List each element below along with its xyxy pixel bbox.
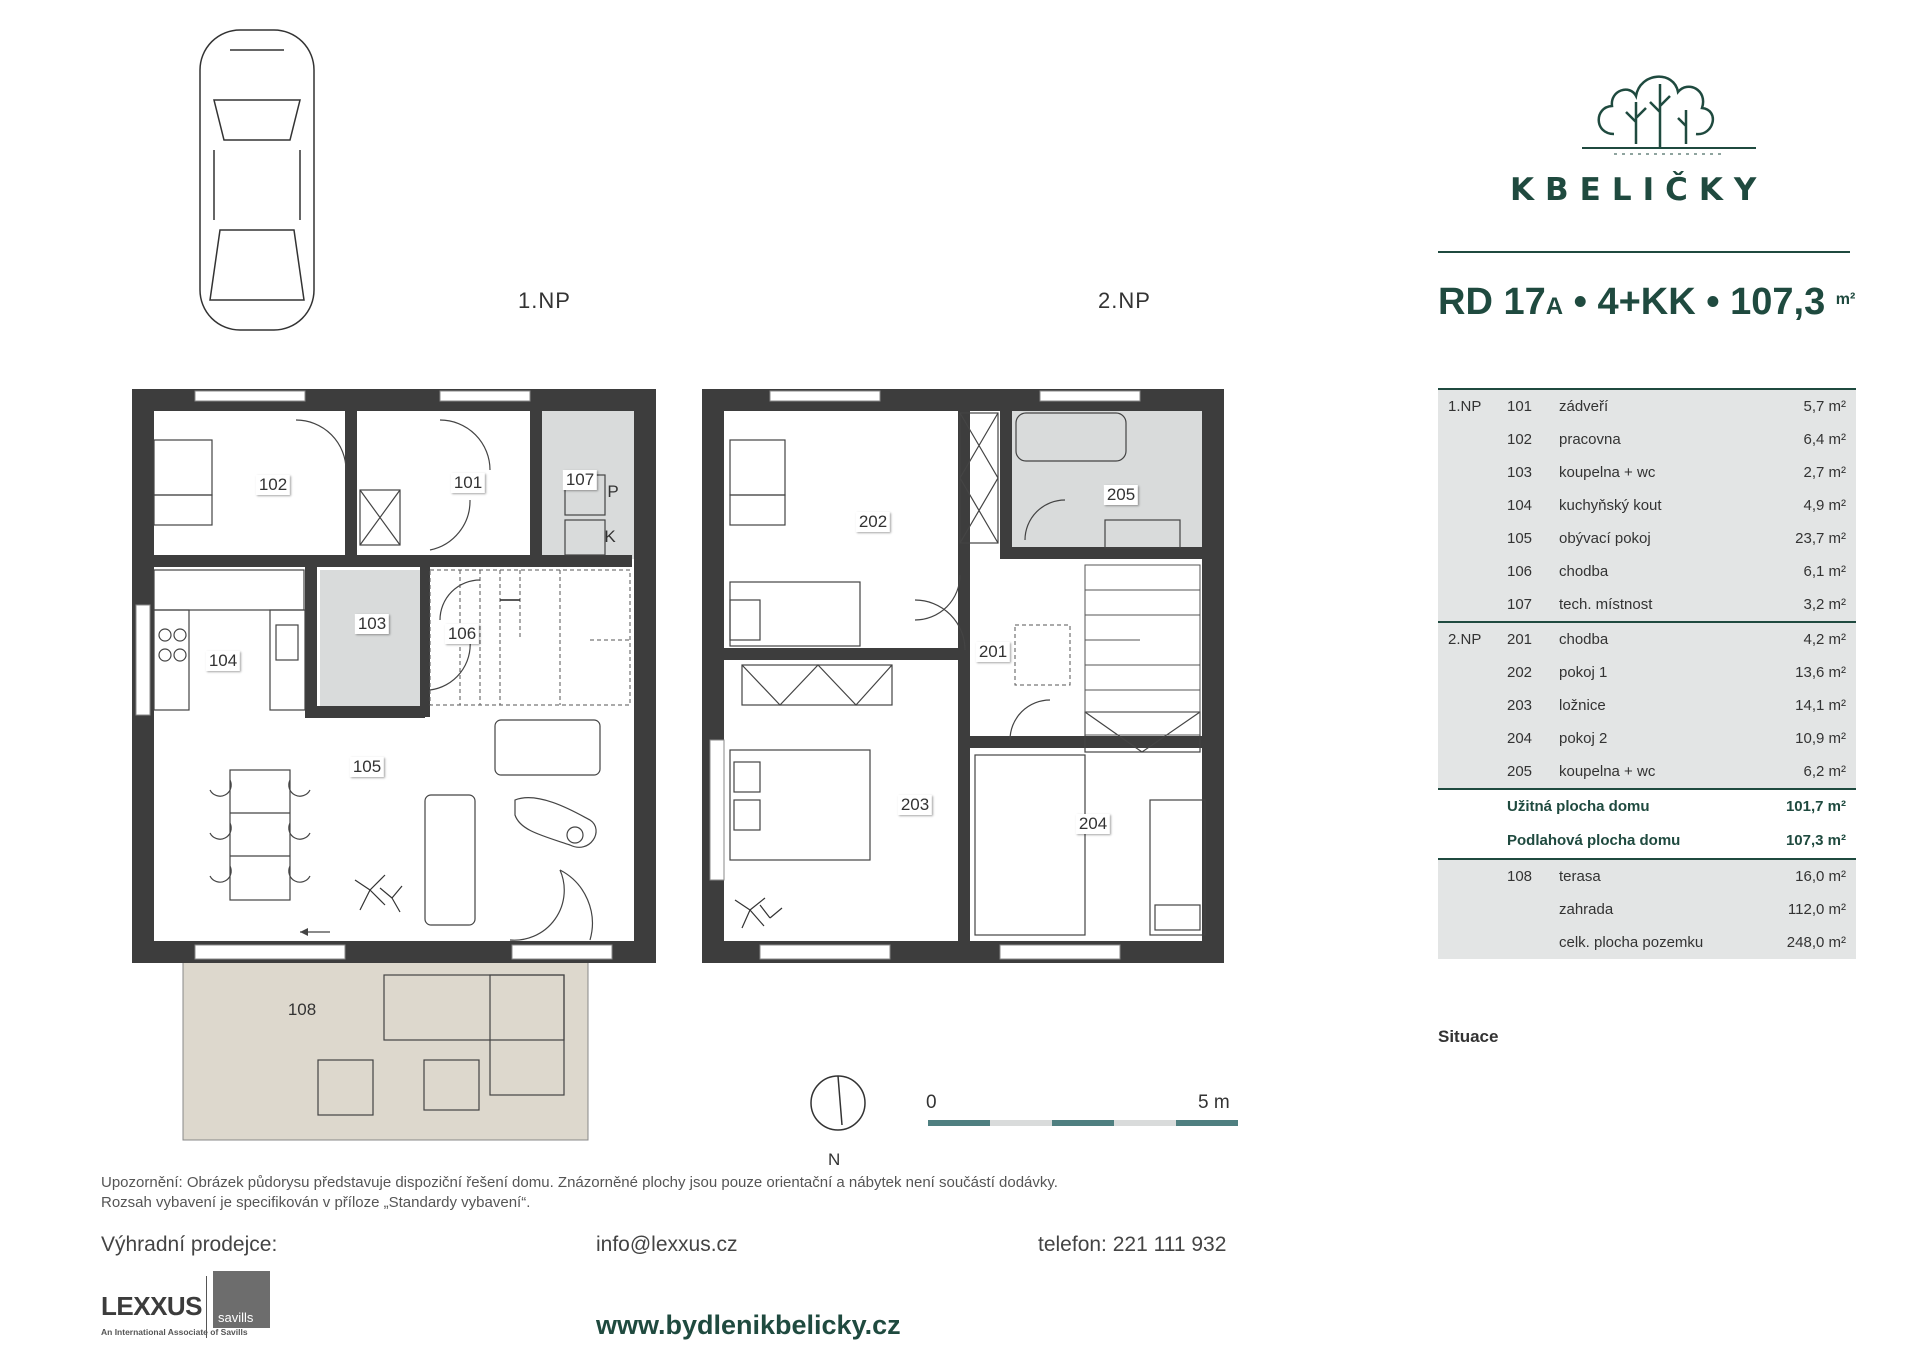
plant-icon <box>354 874 403 913</box>
headline-sep-2: • <box>1695 281 1731 323</box>
car-icon <box>199 29 315 331</box>
disclaimer: Upozornění: Obrázek půdorysu představuje… <box>101 1173 1251 1213</box>
north-label: N <box>828 1150 841 1169</box>
email-link[interactable]: info@lexxus.cz <box>596 1233 738 1256</box>
house-layout: 4+KK <box>1597 281 1696 323</box>
room-label-102: 102 <box>255 475 291 495</box>
site-map-title: Situace <box>1438 1027 1499 1046</box>
room-label-105: 105 <box>349 757 385 777</box>
house-area-unit: m² <box>1835 291 1856 308</box>
lexxus-tagline: An International Associate of Savills <box>101 1327 248 1337</box>
room-label-106: 106 <box>444 624 480 644</box>
north-arrow-icon <box>810 1075 866 1131</box>
room-label-107: 107 <box>562 470 598 490</box>
house-headline: RD 17A • 4+KK • 107,3 m² <box>1438 281 1855 324</box>
brand-name: KBELIČKY <box>1510 172 1768 208</box>
room-label-103: 103 <box>354 614 390 634</box>
phone-number: telefon: 221 111 932 <box>1038 1233 1227 1256</box>
room-label-k: K <box>604 527 616 546</box>
terrace-floor <box>182 954 589 1141</box>
floor-plans-drawing <box>132 29 1238 1141</box>
scale-bar <box>928 1120 1238 1126</box>
brand-divider <box>1438 251 1850 253</box>
disclaimer-line-2: Rozsah vybavení je specifikován v příloz… <box>101 1194 531 1211</box>
house-area: 107,3 <box>1730 281 1826 323</box>
scale-start-label: 0 <box>926 1092 937 1113</box>
kbelicky-tree-logo <box>1582 75 1756 155</box>
room-label-205: 205 <box>1103 485 1139 505</box>
room-label-108: 108 <box>287 1000 317 1019</box>
savills-logo-text: savills <box>218 1310 254 1325</box>
room-label-204: 204 <box>1075 814 1111 834</box>
room-label-203: 203 <box>897 795 933 815</box>
room-label-201: 201 <box>975 642 1011 662</box>
website-link[interactable]: www.bydlenikbelicky.cz <box>596 1310 901 1340</box>
lexxus-logo: LEXXUS <box>101 1291 203 1321</box>
house-variant: A <box>1545 293 1564 320</box>
scale-end-label: 5 m <box>1198 1092 1230 1113</box>
savills-logo: savills <box>213 1271 270 1328</box>
room-label-104: 104 <box>205 651 241 671</box>
room-label-101: 101 <box>450 473 486 493</box>
room-label-p: P <box>607 482 619 501</box>
house-number: RD 17 <box>1438 281 1546 323</box>
headline-sep-1: • <box>1563 281 1598 323</box>
disclaimer-line-1: Upozornění: Obrázek půdorysu představuje… <box>101 1174 1058 1191</box>
floor-title-1np: 1.NP <box>518 288 571 313</box>
room-label-202: 202 <box>855 512 891 532</box>
seller-label: Výhradní prodejce: <box>101 1233 278 1256</box>
floor-title-2np: 2.NP <box>1098 288 1151 313</box>
logo-divider <box>206 1276 207 1338</box>
